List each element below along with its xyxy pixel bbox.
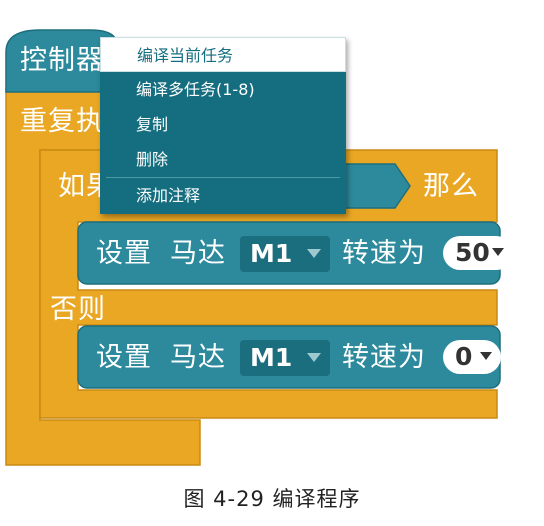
menu-item-compile-multi[interactable]: 编译多任务(1-8) (136, 80, 255, 99)
motor-dropdown-2-value: M1 (250, 343, 293, 372)
speed-label-1: 转速为 (342, 238, 426, 269)
else-label: 否则 (50, 294, 106, 325)
motor-label-1: 马达 (170, 238, 226, 269)
menu-item-compile-current[interactable]: 编译当前任务 (100, 37, 346, 72)
chevron-down-icon (307, 249, 321, 258)
chevron-down-icon (307, 353, 321, 362)
menu-divider (106, 177, 340, 178)
if-else-block-shape[interactable] (39, 149, 498, 419)
motor-dropdown-1-value: M1 (250, 239, 293, 268)
set-label-1: 设置 (96, 238, 152, 269)
context-menu: 编译当前任务 编译多任务(1-8) 复制 删除 添加注释 (100, 37, 346, 214)
then-label: 那么 (423, 171, 479, 202)
chevron-down-icon (480, 352, 492, 360)
controller-label: 控制器 (20, 45, 104, 76)
menu-item-delete[interactable]: 删除 (136, 150, 169, 169)
motor-label-2: 马达 (170, 342, 226, 373)
chevron-down-icon (492, 248, 504, 256)
speed-input-1-value: 50 (455, 238, 490, 267)
speed-input-2-value: 0 (455, 342, 473, 371)
menu-item-copy[interactable]: 复制 (136, 115, 169, 134)
set-label-2: 设置 (96, 342, 152, 373)
motor-dropdown-1[interactable]: M1 (240, 236, 330, 272)
speed-label-2: 转速为 (342, 342, 426, 373)
figure-caption: 图 4-29 编译程序 (183, 487, 361, 511)
motor-dropdown-2[interactable]: M1 (240, 340, 330, 376)
speed-input-2[interactable]: 0 (443, 340, 501, 374)
menu-item-add-comment[interactable]: 添加注释 (136, 186, 201, 205)
speed-input-1[interactable]: 50 (443, 236, 513, 270)
